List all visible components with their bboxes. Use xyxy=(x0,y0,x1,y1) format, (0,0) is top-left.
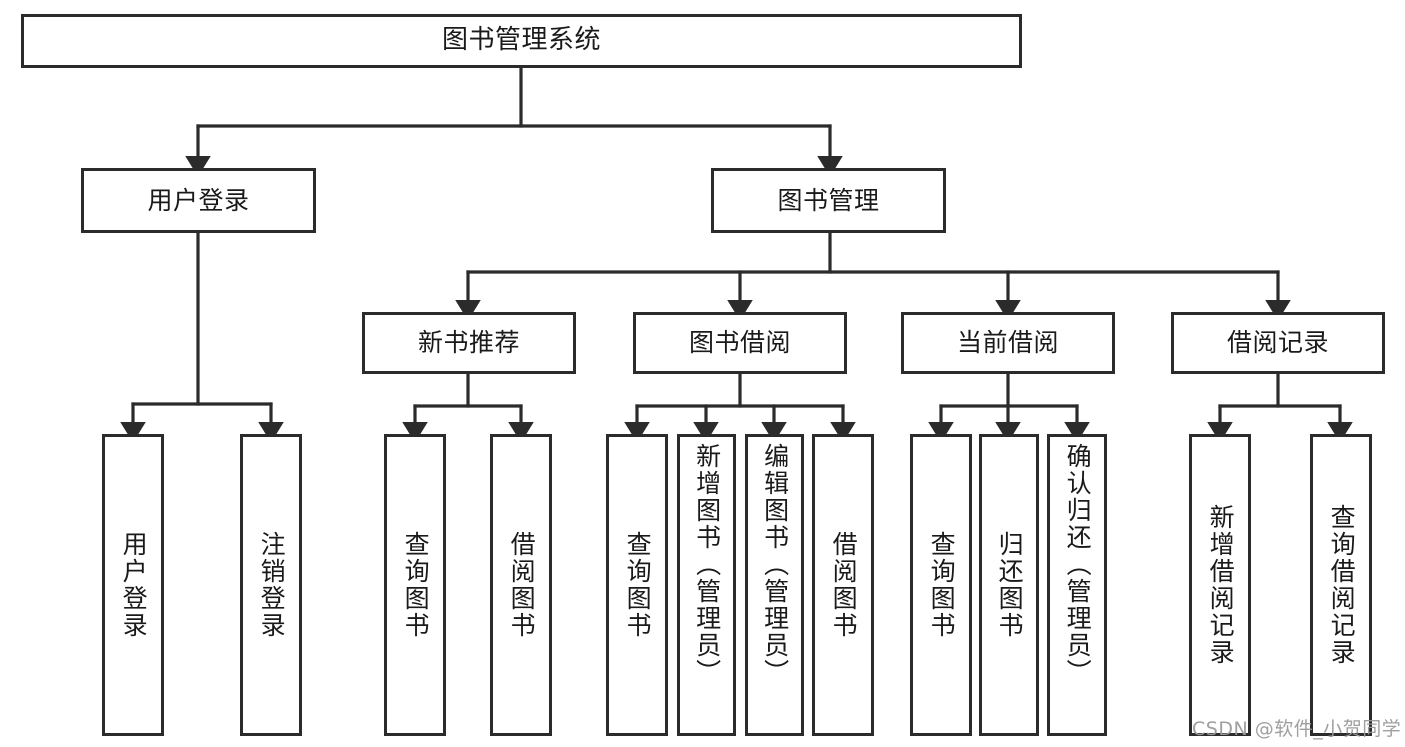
node-label: 图书借阅 xyxy=(688,328,791,357)
node-label: 注销登录 xyxy=(257,531,287,639)
node-label: 借阅图书 xyxy=(507,531,537,639)
node-label: 查询借阅记录 xyxy=(1327,504,1357,666)
node-label: 查询图书 xyxy=(401,531,431,639)
leaf-borrow-borrow-book[interactable]: 借阅图书 xyxy=(812,434,874,736)
node-label: 新书推荐 xyxy=(417,328,520,357)
leaf-current-return-book[interactable]: 归还图书 xyxy=(979,434,1039,736)
leaf-borrow-query-book[interactable]: 查询图书 xyxy=(606,434,668,736)
leaf-user-login-login[interactable]: 用户登录 xyxy=(102,434,164,736)
leaf-user-login-logout[interactable]: 注销登录 xyxy=(240,434,302,736)
node-book-management[interactable]: 图书管理 xyxy=(711,168,946,233)
leaf-borrow-add-book-admin[interactable]: 新增图书（管理员） xyxy=(677,434,736,736)
leaf-borrow-edit-book-admin[interactable]: 编辑图书（管理员） xyxy=(745,434,804,736)
leaf-records-query-record[interactable]: 查询借阅记录 xyxy=(1310,434,1372,736)
node-label: 借阅图书 xyxy=(829,531,859,639)
leaf-new-book-query[interactable]: 查询图书 xyxy=(384,434,446,736)
node-label: 确认归还（管理员） xyxy=(1063,443,1093,686)
leaf-current-confirm-return-admin[interactable]: 确认归还（管理员） xyxy=(1047,434,1107,736)
node-label: 当前借阅 xyxy=(956,328,1059,357)
node-label: 借阅记录 xyxy=(1226,328,1329,357)
leaf-new-book-borrow[interactable]: 借阅图书 xyxy=(490,434,552,736)
node-label: 用户登录 xyxy=(147,185,250,215)
node-root-system[interactable]: 图书管理系统 xyxy=(21,14,1022,68)
node-label: 用户登录 xyxy=(119,531,149,639)
leaf-current-query-book[interactable]: 查询图书 xyxy=(910,434,972,736)
node-user-login[interactable]: 用户登录 xyxy=(81,168,316,233)
node-current-borrow[interactable]: 当前借阅 xyxy=(901,312,1115,374)
node-label: 图书管理 xyxy=(777,185,880,215)
node-label: 查询图书 xyxy=(927,531,957,639)
node-label: 归还图书 xyxy=(995,531,1025,639)
watermark-text: CSDN @软件_小贺同学 xyxy=(1192,718,1402,740)
node-book-borrow[interactable]: 图书借阅 xyxy=(633,312,847,374)
node-new-book-recommend[interactable]: 新书推荐 xyxy=(362,312,576,374)
node-label: 新增图书（管理员） xyxy=(692,443,722,686)
node-borrow-records[interactable]: 借阅记录 xyxy=(1171,312,1385,374)
node-label: 新增借阅记录 xyxy=(1206,504,1236,666)
node-label: 查询图书 xyxy=(623,531,653,639)
node-label: 编辑图书（管理员） xyxy=(760,443,790,686)
node-label: 图书管理系统 xyxy=(441,25,601,56)
leaf-records-add-record[interactable]: 新增借阅记录 xyxy=(1189,434,1251,736)
